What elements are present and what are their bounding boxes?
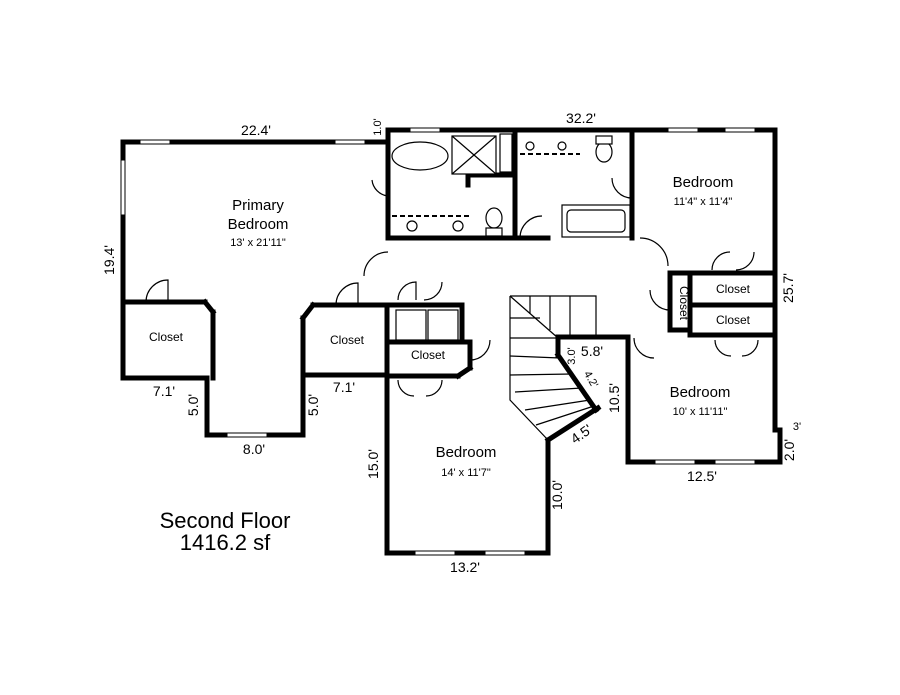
dim-stair-3: 3.0' xyxy=(566,347,578,364)
dim-primary-left-base: 7.1' xyxy=(153,383,175,399)
bedroom-ne-label: Bedroom xyxy=(673,174,734,191)
floor-name: Second Floor xyxy=(159,508,291,533)
closet-primary-right-label: Closet xyxy=(330,333,365,347)
windows xyxy=(120,127,756,556)
primary-bedroom-label-1: Primary xyxy=(232,197,284,214)
dim-top-step: 1.0' xyxy=(372,118,384,135)
bedroom-s-size: 14' x 11'7" xyxy=(441,467,491,479)
dim-bedroom-e-left: 10.5' xyxy=(606,383,622,413)
dim-bedroom-s-right: 10.0' xyxy=(549,480,565,510)
closet-primary-left-label: Closet xyxy=(149,330,184,344)
dim-stair-42: 4.2' xyxy=(581,369,600,390)
dim-bedroom-s-left: 15.0' xyxy=(365,449,381,479)
closet-ne-lower-label: Closet xyxy=(716,313,751,327)
bedroom-e-size: 10' x 11'11" xyxy=(673,406,728,418)
primary-bedroom-size: 13' x 21'11" xyxy=(230,237,286,249)
dim-stair-58: 5.8' xyxy=(581,343,603,359)
dim-primary-bottom: 8.0' xyxy=(243,441,265,457)
dim-primary-right-base: 7.1' xyxy=(333,379,355,395)
dim-bedroom-e-jog-small: 3' xyxy=(793,421,801,433)
primary-bedroom-label-2: Bedroom xyxy=(228,216,289,233)
dim-top-primary: 22.4' xyxy=(241,122,271,138)
floor-area: 1416.2 sf xyxy=(179,530,271,555)
closet-ne-upper-label: Closet xyxy=(716,282,751,296)
doors xyxy=(145,177,759,397)
floor-title: Second Floor 1416.2 sf xyxy=(130,510,320,554)
dim-left: 19.4' xyxy=(101,245,117,275)
dim-bedroom-e-bottom: 12.5' xyxy=(687,468,717,484)
bedroom-s-label: Bedroom xyxy=(436,444,497,461)
dim-bedroom-e-jog: 2.0' xyxy=(781,439,797,461)
fixtures xyxy=(391,133,631,341)
dim-primary-left-drop: 5.0' xyxy=(185,394,201,416)
dim-bedroom-s-bottom: 13.2' xyxy=(450,559,480,575)
dim-top-right: 32.2' xyxy=(566,110,596,126)
dim-right: 25.7' xyxy=(780,273,796,303)
dim-primary-right-drop: 5.0' xyxy=(305,394,321,416)
staircase xyxy=(509,295,602,444)
bedroom-e-label: Bedroom xyxy=(670,384,731,401)
closet-hall-label: Closet xyxy=(411,348,446,362)
walls xyxy=(120,127,783,556)
closet-vertical-label: Closet xyxy=(677,286,691,321)
bedroom-ne-size: 11'4" x 11'4" xyxy=(674,196,733,208)
